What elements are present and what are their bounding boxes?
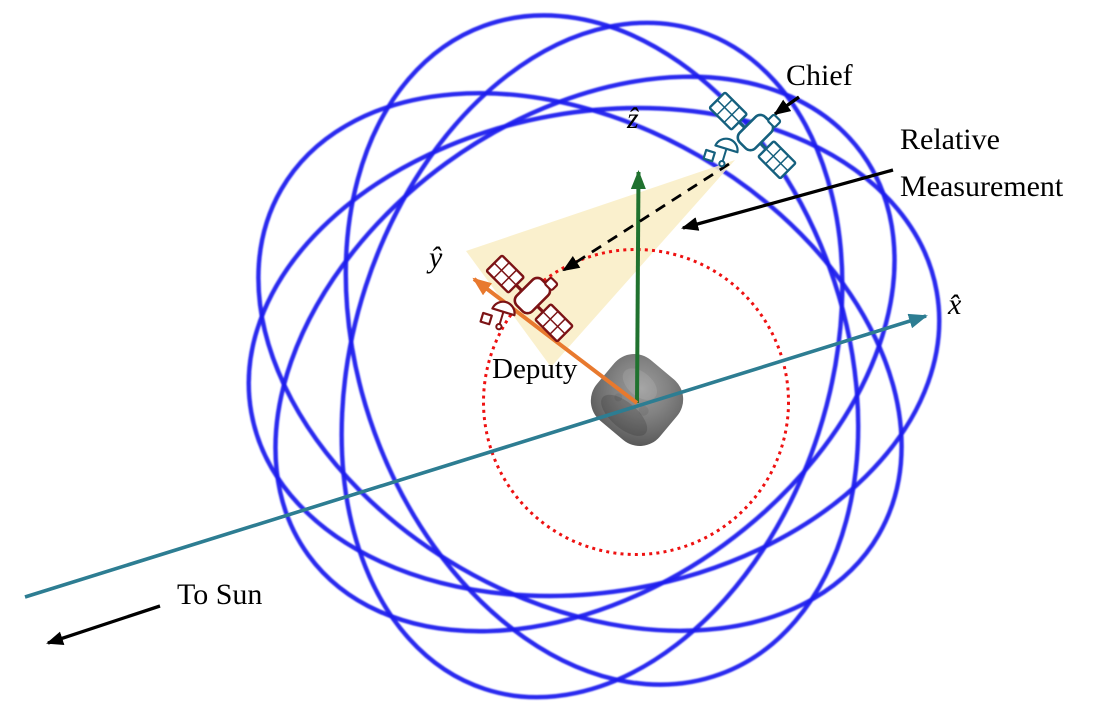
sensor-cone xyxy=(466,160,735,367)
chief-pointer-arrow xyxy=(773,95,800,116)
z-axis-label: ẑ xyxy=(627,102,639,135)
z-axis-line xyxy=(630,170,646,404)
relative-measurement-dashed-line xyxy=(562,162,730,272)
chief-label: Chief xyxy=(786,59,853,92)
deputy-label: Deputy xyxy=(492,353,578,385)
x-axis-label: x̂ xyxy=(948,288,962,321)
to-sun-label: To Sun xyxy=(177,578,263,611)
relative-measurement-label: Relative Measurement xyxy=(900,123,1064,203)
orbit-ellipse xyxy=(256,91,904,633)
orbit-ellipse xyxy=(339,20,845,700)
orbit-ellipse xyxy=(343,13,861,687)
orbit-ellipse xyxy=(246,105,942,599)
range-circle xyxy=(482,248,790,556)
y-axis-label: ŷ xyxy=(429,241,443,274)
orbit-trajectories xyxy=(246,13,942,700)
x-axis-line xyxy=(24,313,928,599)
relative-measurement-pointer-arrow xyxy=(681,168,894,231)
to-sun-arrow xyxy=(46,604,161,645)
orbit-ellipse xyxy=(273,74,897,634)
